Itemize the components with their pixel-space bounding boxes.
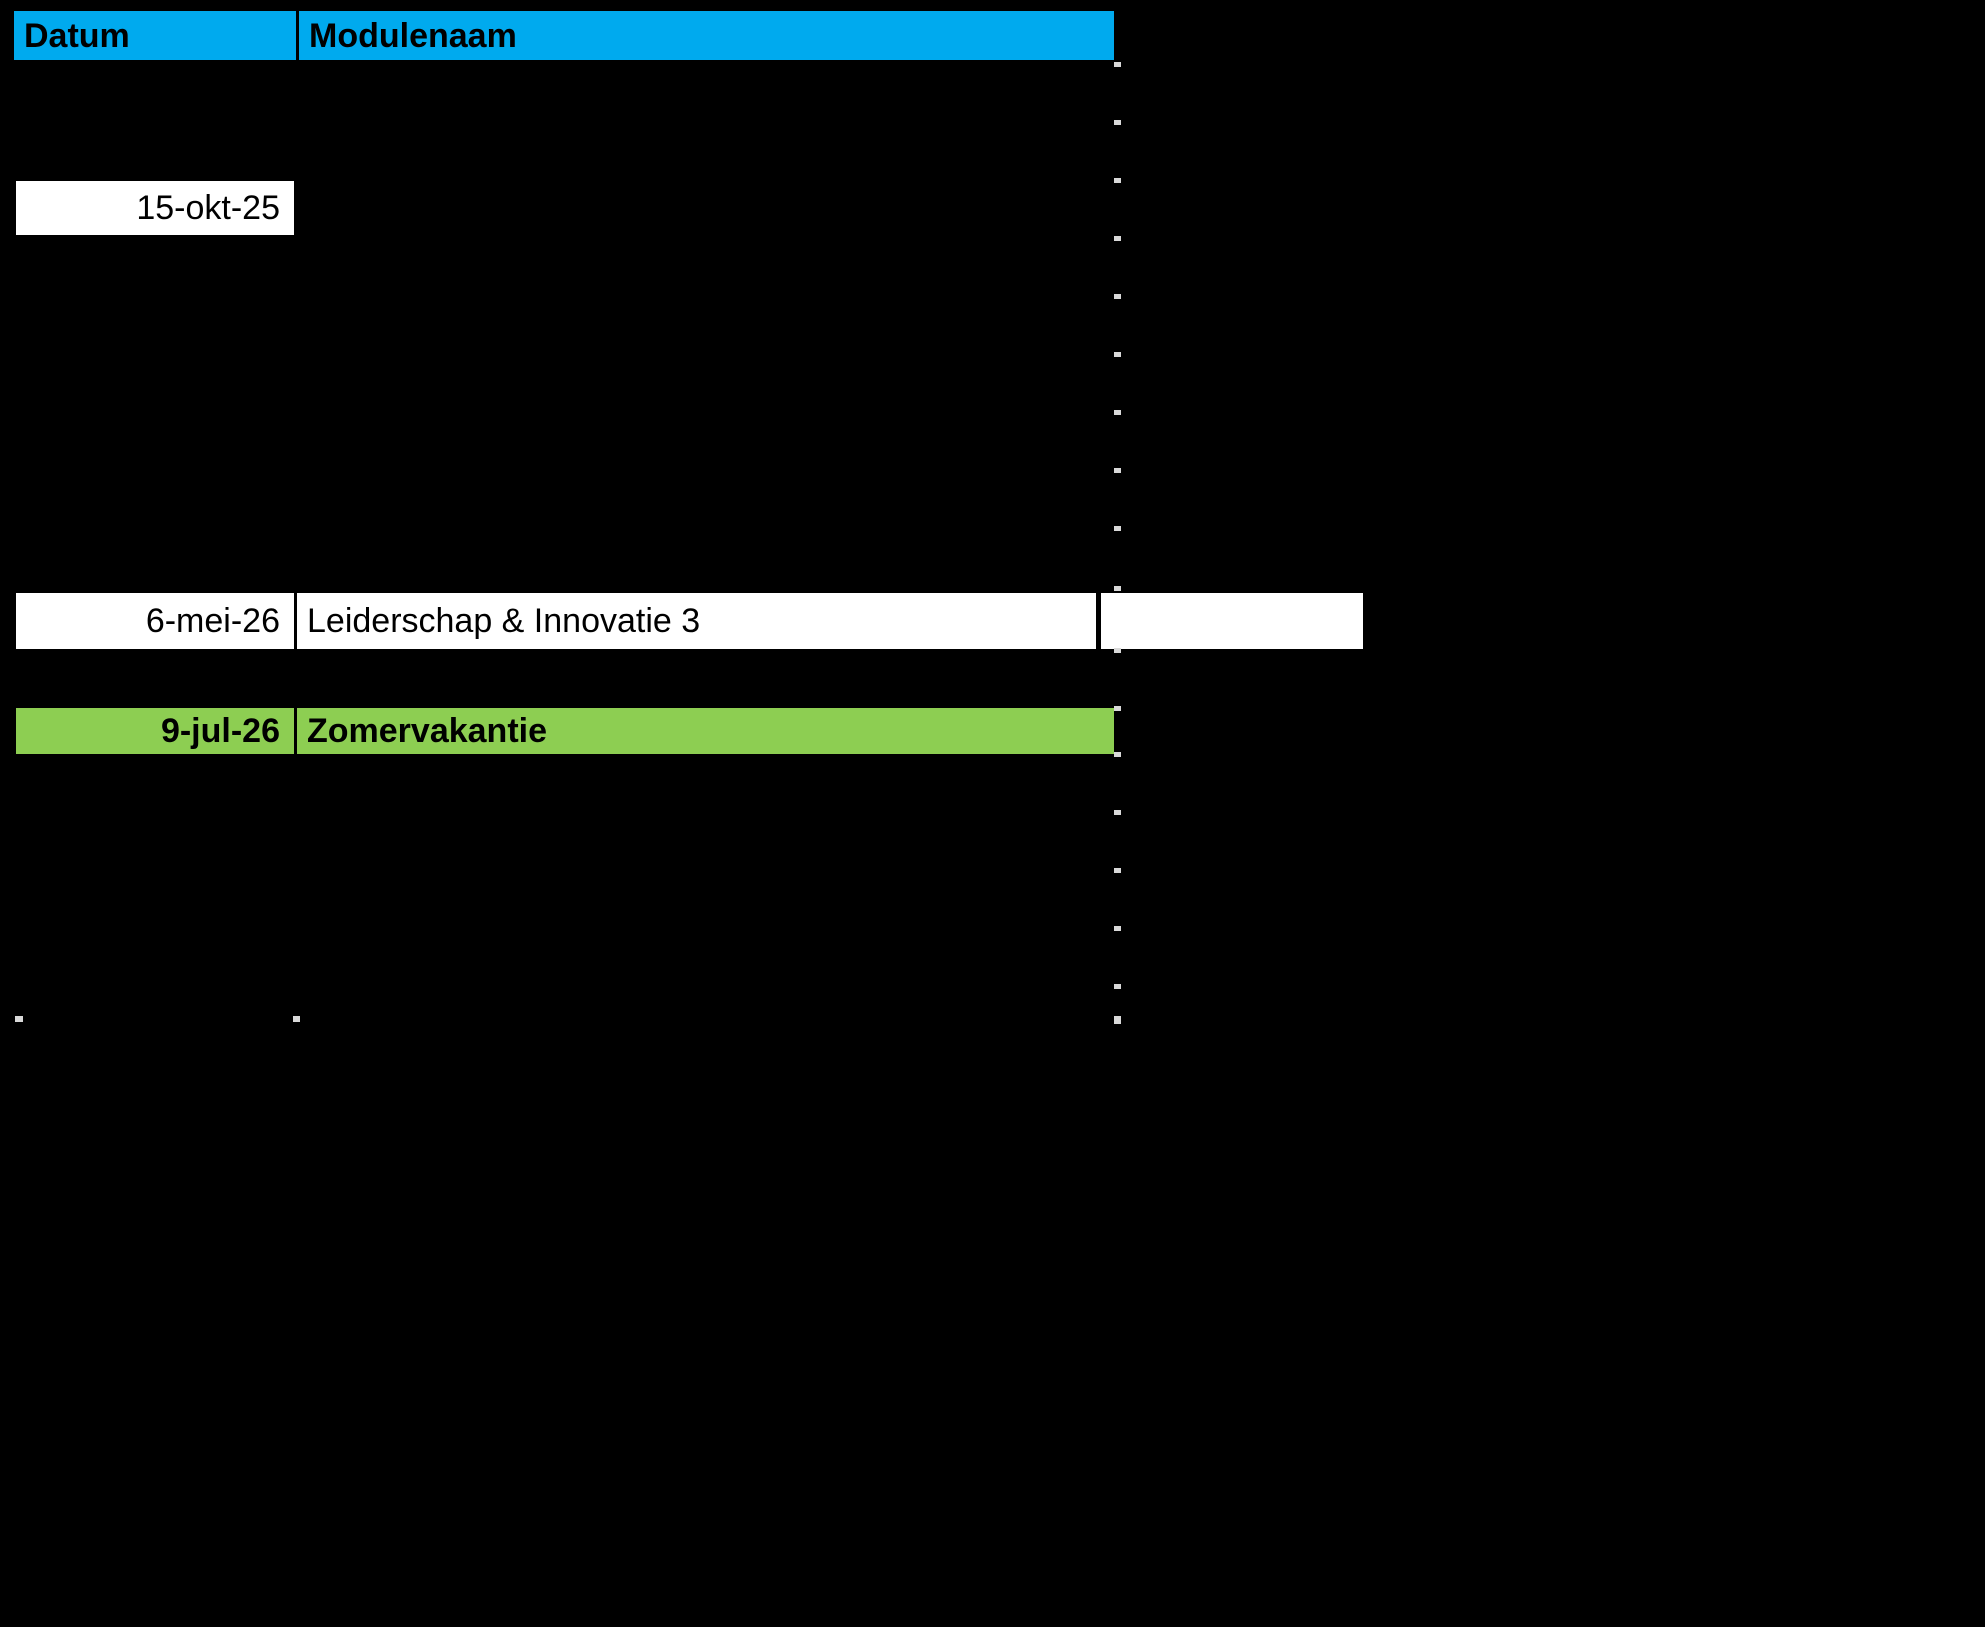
gridline-tick-bottom-right <box>1114 1016 1121 1024</box>
gridline-tick <box>1114 62 1121 67</box>
cell-value-datum: 6-mei-26 <box>145 602 280 640</box>
gridline-tick <box>1114 752 1121 757</box>
gridline-tick <box>1114 294 1121 299</box>
header-label-modulenaam: Modulenaam <box>309 16 517 55</box>
cell-value-datum: 9-jul-26 <box>160 712 280 750</box>
gridline-tick <box>1114 410 1121 415</box>
gridline-tick <box>1114 810 1121 815</box>
table-row-extra-cell-6-mei-26[interactable] <box>1101 593 1363 649</box>
table-row-date-6-mei-26[interactable]: 6-mei-26 <box>16 593 294 649</box>
gridline-tick <box>1114 586 1121 591</box>
gridline-tick-bottom-mid <box>293 1016 300 1022</box>
gridline-tick <box>1114 236 1121 241</box>
gridline-tick <box>1114 984 1121 989</box>
gridline-tick <box>1114 468 1121 473</box>
gridline-tick <box>1114 178 1121 183</box>
gridline-tick <box>1114 526 1121 531</box>
table-row-name-leiderschap-innovatie-3[interactable]: Leiderschap & Innovatie 3 <box>294 593 1096 649</box>
gridline-tick <box>1114 868 1121 873</box>
table-row-name-zomervakantie[interactable]: Zomervakantie <box>294 708 1114 754</box>
table-header-cell-modulenaam: Modulenaam <box>296 8 1114 63</box>
table-row-date-9-jul-26[interactable]: 9-jul-26 <box>16 708 294 754</box>
gridline-tick <box>1114 926 1121 931</box>
gridline-tick-bottom-left <box>15 1016 23 1022</box>
cell-value-datum: 15-okt-25 <box>136 189 280 227</box>
gridline-tick <box>1114 648 1121 653</box>
cell-value-modulenaam: Zomervakantie <box>307 712 547 750</box>
gridline-tick <box>1114 352 1121 357</box>
cell-value-modulenaam: Leiderschap & Innovatie 3 <box>307 602 701 640</box>
table-header-cell-datum: Datum <box>14 8 296 63</box>
gridline-tick <box>1114 120 1121 125</box>
table-row-date-15-okt-25[interactable]: 15-okt-25 <box>16 181 294 235</box>
gridline-tick <box>1114 706 1121 711</box>
header-label-datum: Datum <box>24 16 130 55</box>
